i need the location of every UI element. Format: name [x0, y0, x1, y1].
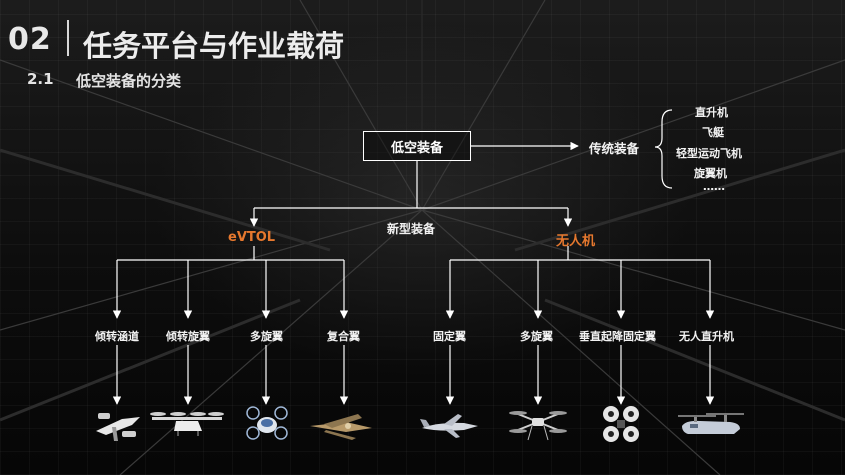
traditional-item-airship: 飞艇 — [702, 126, 724, 139]
uav-node: 无人机 — [556, 234, 596, 249]
evtol-child-compound: 复合翼 — [327, 330, 360, 343]
compound-wing-aircraft-image — [310, 414, 372, 440]
title-divider — [67, 20, 69, 56]
section-number: 02 — [8, 22, 52, 57]
evtol-child-multirotor: 多旋翼 — [250, 330, 283, 343]
traditional-item-helicopter: 直升机 — [695, 106, 728, 119]
tilt-duct-aircraft-image — [96, 413, 140, 441]
traditional-node: 传统装备 — [589, 141, 640, 156]
unmanned-helicopter-image — [678, 413, 744, 434]
connectors — [112, 109, 715, 405]
uav-child-unmanned-helicopter: 无人直升机 — [679, 330, 734, 343]
traditional-item-light-sport: 轻型运动飞机 — [676, 147, 742, 160]
multirotor-evtol-image — [246, 406, 288, 440]
traditional-item-more: …… — [703, 180, 725, 193]
uav-child-vtol-fixed-wing: 垂直起降固定翼 — [579, 330, 656, 343]
section-title: 任务平台与作业载荷 — [83, 29, 345, 63]
root-node: 低空装备 — [363, 131, 471, 161]
vtol-fixed-wing-uav-image — [603, 406, 639, 442]
tilt-rotor-aircraft-image — [150, 412, 224, 436]
evtol-child-tilt-rotor: 倾转旋翼 — [166, 330, 210, 343]
fixed-wing-uav-image — [420, 414, 478, 438]
uav-child-multirotor: 多旋翼 — [520, 330, 553, 343]
evtol-child-tilt-duct: 倾转涵道 — [95, 330, 139, 343]
subsection-number: 2.1 — [27, 70, 54, 88]
uav-child-fixed-wing: 固定翼 — [433, 330, 466, 343]
evtol-node: eVTOL — [228, 230, 276, 245]
new-equipment-label: 新型装备 — [387, 222, 436, 236]
multirotor-uav-image — [509, 411, 567, 441]
traditional-item-gyroplane: 旋翼机 — [694, 167, 727, 180]
subsection-title: 低空装备的分类 — [76, 72, 182, 90]
